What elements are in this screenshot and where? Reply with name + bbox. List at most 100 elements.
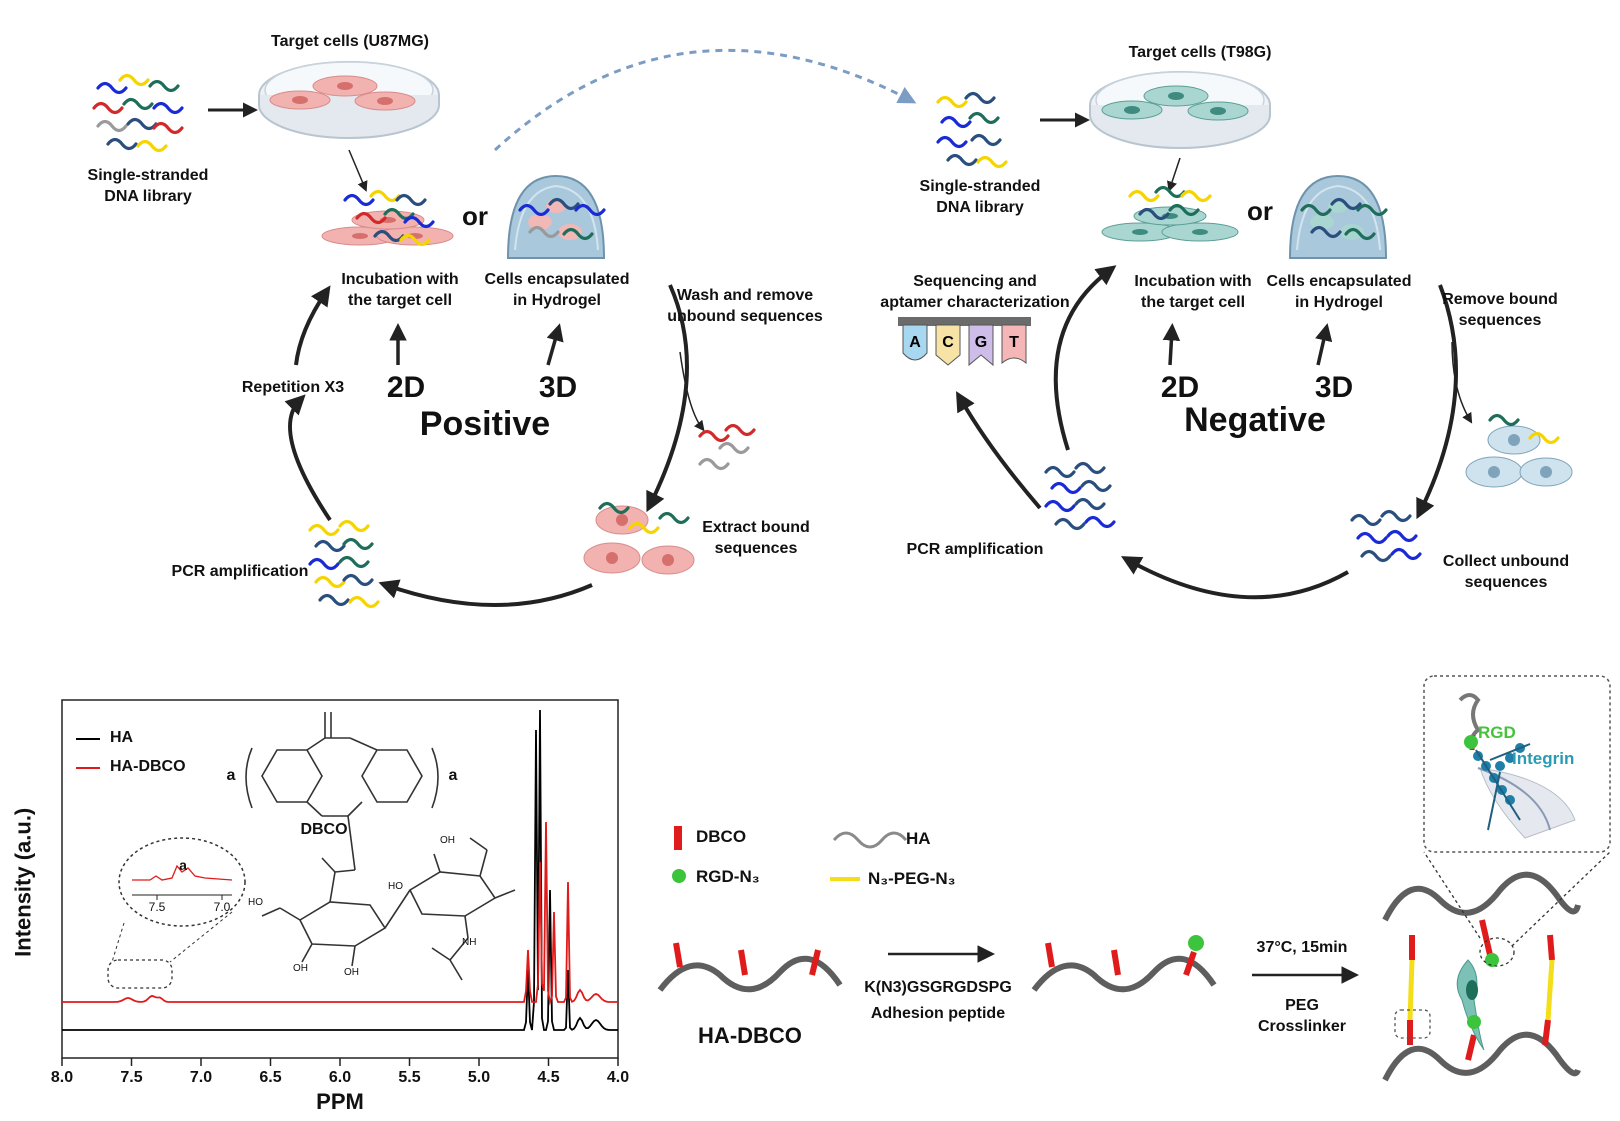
nmr-x-axis-label: PPM bbox=[316, 1089, 364, 1114]
nmr-plot bbox=[61, 699, 619, 1066]
condition-label: 37°C, 15min bbox=[1256, 939, 1348, 956]
positive-wash-label: Wash and remove unbound sequences bbox=[667, 287, 823, 325]
x-tick-label: 8.0 bbox=[50, 1069, 74, 1086]
dbco-structure-icon bbox=[245, 712, 516, 981]
tube-cap bbox=[898, 317, 932, 326]
negative-remove-label: Remove bound sequences bbox=[1442, 291, 1558, 329]
hydrogel-scheme bbox=[657, 675, 1611, 1082]
dna-strand bbox=[1168, 203, 1200, 217]
dna-strand bbox=[318, 593, 350, 607]
positive-or-label: or bbox=[462, 201, 488, 231]
tube-cap bbox=[997, 317, 1031, 326]
negative-hydrogel-label: Cells encapsulated in Hydrogel bbox=[1266, 273, 1412, 311]
transfer-dashed-arrow bbox=[493, 48, 917, 152]
integrin-icon bbox=[1473, 743, 1531, 831]
dna-strand bbox=[1356, 531, 1388, 545]
dna-library-icon bbox=[92, 73, 184, 153]
positive-pcr-label: PCR amplification bbox=[171, 563, 309, 580]
dna-strand bbox=[658, 511, 690, 525]
tube-base-label: C bbox=[942, 334, 954, 351]
positive-2d-label: 2D bbox=[386, 371, 426, 404]
legend-peg-label: N₃-PEG-N₃ bbox=[868, 869, 956, 888]
dna-strand bbox=[968, 111, 1000, 125]
dna-strand bbox=[1344, 227, 1376, 241]
tube-base-label: A bbox=[909, 334, 921, 351]
dna-strand bbox=[136, 139, 168, 153]
legend-rgd-swatch bbox=[672, 869, 686, 883]
x-tick-label: 7.0 bbox=[189, 1069, 213, 1086]
bracket-a-left: a bbox=[226, 767, 236, 784]
pcr-dna-icon bbox=[1044, 461, 1116, 531]
negative-3d-label: 3D bbox=[1314, 371, 1354, 404]
negative-library-label: Single-stranded DNA library bbox=[919, 178, 1041, 216]
positive-extract-label: Extract bound sequences bbox=[702, 519, 810, 557]
positive-panel bbox=[92, 61, 756, 609]
tube-body bbox=[902, 324, 928, 361]
dna-strand bbox=[369, 189, 401, 203]
hydrogel-dome-icon bbox=[1288, 174, 1388, 259]
cells-2d-icon bbox=[1101, 206, 1239, 242]
dna-strand bbox=[395, 193, 427, 207]
legend-dbco-swatch bbox=[674, 826, 682, 850]
x-tick-label: 6.0 bbox=[328, 1069, 352, 1086]
dna-strand bbox=[148, 79, 180, 93]
bound-dna-icon bbox=[1128, 185, 1212, 221]
dna-strand bbox=[342, 537, 374, 551]
dna-strand bbox=[314, 539, 346, 553]
dna-strand bbox=[1350, 513, 1382, 527]
positive-target-cells-label: Target cells (U87MG) bbox=[271, 33, 429, 50]
x-tick-label: 7.5 bbox=[120, 1069, 143, 1086]
ha-dbco-spectrum-line bbox=[62, 821, 618, 1006]
nh-label: NH bbox=[462, 937, 477, 948]
dna-strand bbox=[698, 457, 730, 471]
negative-target-cells-label: Target cells (T98G) bbox=[1128, 44, 1272, 61]
removed-dna-icon bbox=[1488, 413, 1560, 445]
dna-strand bbox=[126, 117, 158, 131]
inset-source-region bbox=[107, 959, 173, 989]
inset-spectrum bbox=[132, 864, 233, 881]
x-tick-label: 6.5 bbox=[259, 1069, 282, 1086]
dna-strand bbox=[308, 523, 340, 537]
dna-strand bbox=[308, 557, 340, 571]
ha-dbco-wave bbox=[657, 955, 843, 993]
dna-library-icon bbox=[936, 91, 1008, 169]
cells-2d-icon bbox=[321, 210, 454, 246]
dna-strand bbox=[1330, 197, 1362, 211]
dna-strand bbox=[92, 101, 124, 115]
dna-strand bbox=[562, 227, 594, 241]
dna-strand bbox=[628, 521, 660, 535]
dna-strand bbox=[106, 137, 138, 151]
dna-strand bbox=[342, 573, 374, 587]
integrin-bead bbox=[1505, 795, 1515, 805]
bracket-a-right: a bbox=[448, 767, 458, 784]
legend-dbco-label: DBCO bbox=[696, 827, 747, 846]
integrin-chain bbox=[1489, 743, 1531, 761]
dna-strand bbox=[1044, 465, 1076, 479]
negative-pcr-label: PCR amplification bbox=[906, 541, 1044, 558]
tube-cap bbox=[964, 317, 998, 326]
dbco-structure-label: DBCO bbox=[300, 821, 348, 838]
dna-strand bbox=[1050, 481, 1082, 495]
dna-strand bbox=[403, 215, 435, 229]
integrin-bead bbox=[1495, 761, 1505, 771]
dna-strand bbox=[598, 501, 630, 515]
network-bottom-chain bbox=[1382, 1031, 1581, 1082]
dna-strand bbox=[940, 115, 972, 129]
negative-or-label: or bbox=[1247, 196, 1273, 226]
dna-strand bbox=[1390, 547, 1422, 561]
dome-dna-icon bbox=[518, 197, 606, 241]
oh-label-5: OH bbox=[440, 835, 455, 846]
positive-incubation-label: Incubation with the target cell bbox=[341, 271, 459, 309]
dna-strand bbox=[1044, 499, 1076, 513]
oh-label-2: OH bbox=[293, 963, 308, 974]
legend-rgd-label: RGD-N₃ bbox=[696, 867, 760, 886]
legend-ha-label-2: HA bbox=[906, 829, 931, 848]
dna-strand bbox=[348, 595, 380, 609]
dna-strand bbox=[314, 575, 346, 589]
negative-collect-label: Collect unbound sequences bbox=[1442, 553, 1570, 591]
x-tick-label: 5.0 bbox=[467, 1069, 491, 1086]
dna-strand bbox=[1360, 549, 1392, 563]
